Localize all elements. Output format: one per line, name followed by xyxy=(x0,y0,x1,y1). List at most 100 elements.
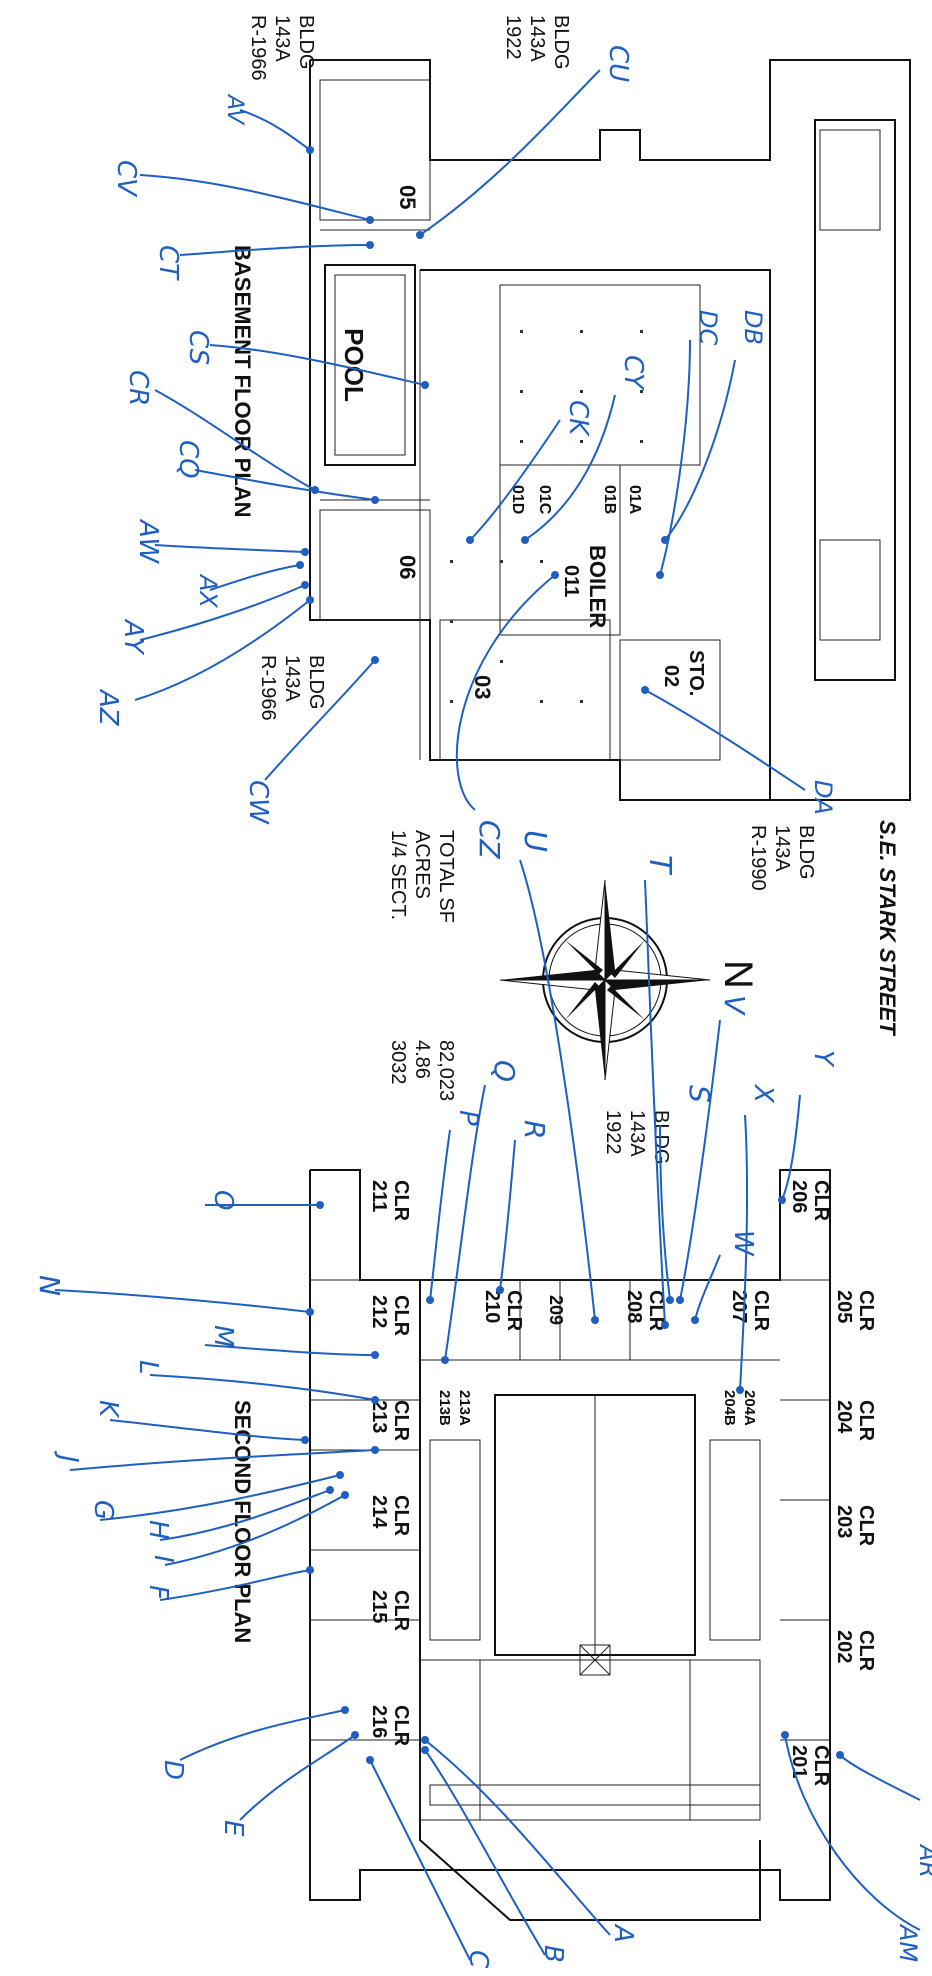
note-i: I xyxy=(148,1555,178,1563)
room-clr-201-label: CLR xyxy=(810,1745,832,1787)
note-ax: AX xyxy=(194,573,222,608)
note-r: R xyxy=(518,1120,551,1139)
note-d: D xyxy=(158,1760,188,1780)
site-totals-values: 82,023 4.86 3032 xyxy=(387,1040,457,1101)
note-j: J xyxy=(53,1450,83,1463)
room-202: 202 xyxy=(833,1630,855,1663)
room-01d: 01D xyxy=(509,485,526,514)
room-01c: 01C xyxy=(536,485,553,515)
note-aw: AW xyxy=(133,518,163,564)
street-label: S.E. STARK STREET xyxy=(875,820,900,1036)
bldg-callout-4: BLDG 143A R-1990 xyxy=(747,825,817,891)
note-n: N xyxy=(33,1275,66,1296)
note-y: Y xyxy=(808,1050,838,1068)
room-01b: 01B xyxy=(601,485,618,514)
basement-title: BASEMENT FLOOR PLAN xyxy=(230,245,255,518)
column-dots xyxy=(450,330,643,703)
room-pool: POOL xyxy=(339,328,369,402)
bldg-callout-3: BLDG 143A R-1966 xyxy=(257,655,327,721)
svg-text:143A: 143A xyxy=(526,15,548,62)
room-204: 204 xyxy=(833,1400,855,1434)
room-clr-210-label: CLR xyxy=(503,1290,525,1332)
room-208: 208 xyxy=(623,1290,645,1323)
north-arrow xyxy=(499,879,711,1081)
room-204a: 204A xyxy=(741,1390,758,1426)
note-cy: CY xyxy=(618,355,648,391)
room-209: 209 xyxy=(546,1295,566,1325)
room-clr-207-label: CLR xyxy=(750,1290,772,1332)
room-clr-211-label: CLR xyxy=(390,1180,412,1222)
note-v: V xyxy=(718,995,751,1016)
svg-text:BLDG: BLDG xyxy=(295,15,317,69)
note-a: A xyxy=(608,1923,638,1943)
note-av: AV xyxy=(222,93,247,126)
room-clr-212-label: CLR xyxy=(390,1295,412,1337)
note-db: DB xyxy=(739,310,767,345)
note-k: K xyxy=(93,1400,123,1419)
room-204b: 204B xyxy=(721,1390,738,1426)
note-cs: CS xyxy=(183,330,213,365)
note-ct: CT xyxy=(153,245,183,281)
room-clr-202-label: CLR xyxy=(855,1630,877,1672)
room-clr-206-label: CLR xyxy=(810,1180,832,1222)
room-01a: 01A xyxy=(626,485,643,515)
annotation-letters: CU AV CV CT CS CR CQ AW AX AY AZ CW CZ C… xyxy=(33,45,932,1969)
note-q: Q xyxy=(488,1060,521,1082)
svg-text:143A: 143A xyxy=(281,655,303,702)
room-212: 212 xyxy=(368,1295,390,1328)
room-clr-213-label: CLR xyxy=(390,1400,412,1442)
note-m: M xyxy=(208,1325,238,1347)
room-205: 205 xyxy=(833,1290,855,1323)
room-02: 02 xyxy=(660,665,682,687)
room-clr-216-label: CLR xyxy=(390,1705,412,1747)
note-g: G xyxy=(88,1500,118,1520)
room-207: 207 xyxy=(728,1290,750,1323)
site-totals: TOTAL SF ACRES 1/4 SECT. xyxy=(387,830,457,923)
room-216: 216 xyxy=(368,1705,390,1738)
room-214: 214 xyxy=(368,1495,390,1529)
room-213a: 213A xyxy=(456,1390,473,1426)
note-l: L xyxy=(133,1360,163,1375)
note-da: DA xyxy=(809,780,837,815)
note-cr: CR xyxy=(123,370,153,406)
note-cq: CQ xyxy=(173,440,203,479)
bldg-callout-5: BLDG 143A 1922 xyxy=(602,1110,672,1164)
note-f: F xyxy=(143,1585,173,1601)
note-s: S xyxy=(683,1085,716,1103)
svg-text:BLDG: BLDG xyxy=(550,15,572,69)
note-az: AZ xyxy=(93,688,123,727)
room-boiler: BOILER xyxy=(585,545,610,628)
note-cw: CW xyxy=(243,780,273,825)
note-cu: CU xyxy=(603,45,633,82)
svg-text:143A: 143A xyxy=(271,15,293,62)
room-213: 213 xyxy=(368,1400,390,1433)
note-cv: CV xyxy=(111,160,141,198)
room-clr-204-label: CLR xyxy=(855,1400,877,1442)
svg-text:R-1990: R-1990 xyxy=(747,825,769,891)
room-06: 06 xyxy=(395,555,420,579)
room-210: 210 xyxy=(481,1290,503,1323)
note-ck: CK xyxy=(563,400,593,437)
note-c: C xyxy=(463,1950,493,1969)
svg-text:1/4 SECT.: 1/4 SECT. xyxy=(387,830,409,920)
north-label: N xyxy=(716,960,760,989)
room-011: 011 xyxy=(560,565,582,597)
note-ar: AR xyxy=(914,1843,932,1878)
note-ay: AY xyxy=(118,618,148,656)
note-w: W xyxy=(728,1230,758,1257)
room-203: 203 xyxy=(833,1505,855,1538)
note-cz: CZ xyxy=(473,820,506,860)
note-e: E xyxy=(218,1820,248,1837)
annotation-leaders xyxy=(54,69,921,1961)
svg-text:TOTAL SF: TOTAL SF xyxy=(435,830,457,923)
bldg-callout-1: BLDG 143A R-1966 xyxy=(247,15,317,81)
svg-text:4.86: 4.86 xyxy=(411,1040,433,1079)
svg-text:R-1966: R-1966 xyxy=(247,15,269,81)
note-p: P xyxy=(453,1110,483,1126)
svg-text:1922: 1922 xyxy=(502,15,524,60)
svg-text:BLDG: BLDG xyxy=(795,825,817,879)
svg-text:ACRES: ACRES xyxy=(411,830,433,899)
room-clr-215-label: CLR xyxy=(390,1590,412,1632)
room-clr-205-label: CLR xyxy=(855,1290,877,1332)
